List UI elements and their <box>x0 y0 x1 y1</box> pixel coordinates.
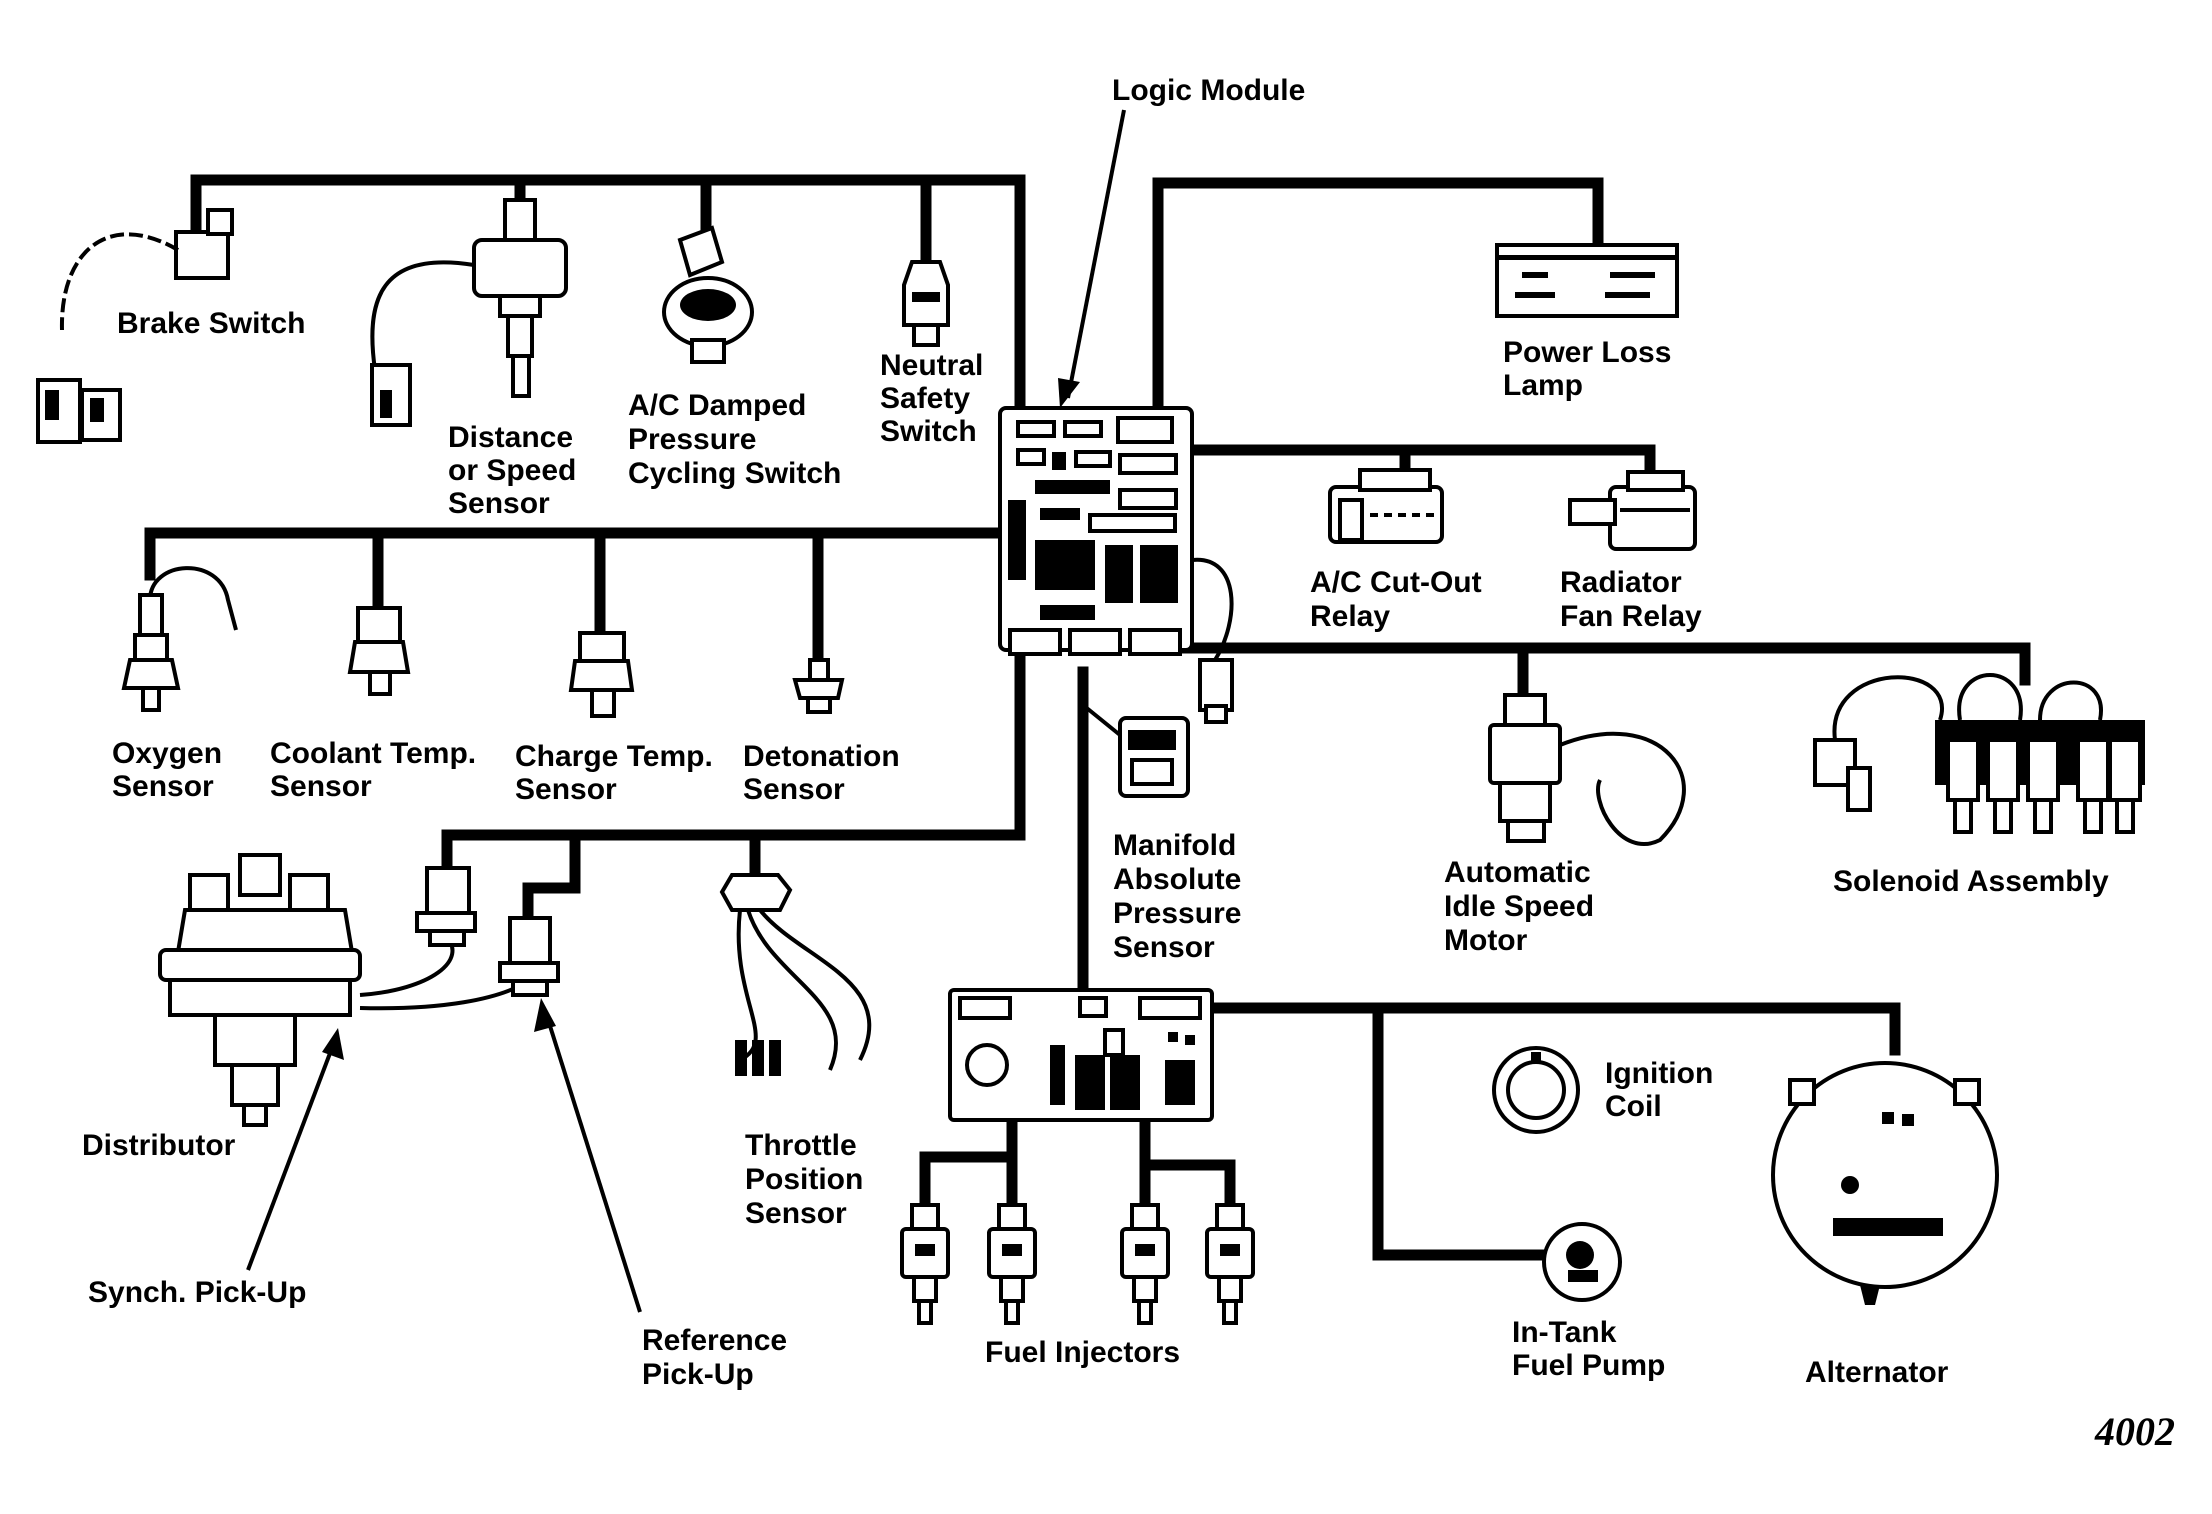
ignition-coil-icon <box>1492 1046 1580 1134</box>
brake-switch-label: Brake Switch <box>117 307 305 340</box>
wire-power-loss-lamp <box>1152 177 1604 414</box>
detonation-sensor-icon <box>792 658 845 714</box>
fuel-injector-1-icon <box>900 1203 950 1325</box>
reference-pickup-arrow <box>543 1009 642 1313</box>
wire-injectors-right <box>1139 1114 1236 1211</box>
power-loss-lamp-label: Power Loss Lamp <box>1503 336 1680 402</box>
wiring-harness <box>144 174 2031 1261</box>
charge-temp-sensor-icon <box>568 631 635 718</box>
leader-lines <box>246 109 1126 1313</box>
in-tank-fuel-pump-icon <box>1542 1222 1622 1302</box>
throttle-position-sensor-icon <box>719 873 872 1076</box>
alternator-icon <box>1771 1061 1999 1305</box>
map-sensor-icon <box>1081 557 1234 798</box>
wire-fuel-pump <box>1372 1002 1558 1261</box>
charge-temp-sensor-label: Charge Temp. Sensor <box>515 740 721 806</box>
oxygen-sensor-label: Oxygen Sensor <box>112 737 230 803</box>
logic-module-arrow <box>1066 109 1126 399</box>
solenoid-assembly-label: Solenoid Assembly <box>1833 865 2109 898</box>
wire-top-left-harness <box>190 174 1026 414</box>
fuel-injector-controller-icon <box>948 988 1214 1122</box>
wire-injectors-left <box>919 1114 1018 1211</box>
distance-speed-sensor-icon <box>370 198 568 427</box>
distance-speed-sensor-label: Distance or Speed Sensor <box>448 421 585 520</box>
brake-switch-icon <box>36 208 234 444</box>
coolant-temp-sensor-icon <box>347 606 411 696</box>
wire-alternator-harness <box>1204 1002 1901 1056</box>
wire-reference-drop <box>522 829 581 924</box>
synch-pickup-label: Synch. Pick-Up <box>88 1276 306 1309</box>
detonation-sensor-label: Detonation Sensor <box>743 740 908 806</box>
radiator-fan-relay-label: Radiator Fan Relay <box>1560 566 1702 633</box>
neutral-safety-switch-label: Neutral Safety Switch <box>880 349 992 448</box>
distributor-label: Distributor <box>82 1129 236 1162</box>
wire-right-harness <box>1179 642 2031 686</box>
fuel-injector-3-icon <box>1120 1203 1170 1325</box>
fuel-injector-2-icon <box>987 1203 1037 1325</box>
figure-number: 4002 <box>2094 1409 2175 1454</box>
logic-module <box>998 406 1194 656</box>
reference-pickup-icon <box>498 916 560 997</box>
map-sensor-label: Manifold Absolute Pressure Sensor <box>1113 829 1250 964</box>
ac-damped-switch-label: A/C Damped Pressure Cycling Switch <box>628 389 841 490</box>
power-loss-lamp-icon <box>1495 243 1679 318</box>
fuel-injectors-label: Fuel Injectors <box>985 1336 1180 1369</box>
neutral-safety-switch-icon <box>902 260 950 347</box>
reference-pickup-label: Reference Pick-Up <box>642 1324 795 1391</box>
coolant-temp-sensor-label: Coolant Temp. Sensor <box>270 737 484 803</box>
solenoid-assembly-icon <box>1813 673 2145 834</box>
labels: Logic Module Brake Switch Distance or Sp… <box>82 74 2175 1454</box>
ac-pressure-switch-icon <box>662 225 754 364</box>
idle-speed-motor-label: Automatic Idle Speed Motor <box>1444 856 1602 957</box>
synch-pickup-arrow <box>246 1039 337 1271</box>
oxygen-sensor-icon <box>121 566 238 712</box>
wire-sensor-harness <box>144 527 1001 581</box>
ignition-coil-label: Ignition Coil <box>1605 1057 1722 1123</box>
ac-cutout-relay-icon <box>1328 468 1444 544</box>
ac-cutout-relay-label: A/C Cut-Out Relay <box>1310 566 1490 633</box>
idle-speed-motor-icon <box>1488 693 1686 846</box>
throttle-position-sensor-label: Throttle Position Sensor <box>745 1129 872 1230</box>
fuel-injector-4-icon <box>1205 1203 1255 1325</box>
wire-lower-left-harness <box>441 644 1026 874</box>
in-tank-fuel-pump-label: In-Tank Fuel Pump <box>1512 1316 1665 1382</box>
synch-pickup-icon <box>415 866 477 947</box>
radiator-fan-relay-icon <box>1568 470 1697 551</box>
alternator-label: Alternator <box>1805 1356 1949 1389</box>
distributor-icon <box>158 853 532 1127</box>
logic-module-label: Logic Module <box>1112 74 1305 107</box>
